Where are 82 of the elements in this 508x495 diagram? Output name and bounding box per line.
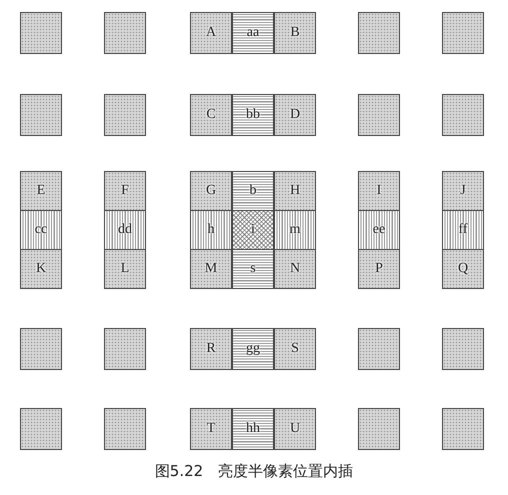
stippled-cell — [190, 171, 232, 211]
stippled-cell — [20, 171, 62, 211]
cell-label: bb — [246, 108, 260, 122]
stippled-cell — [190, 94, 232, 136]
stippled-cell — [358, 171, 400, 211]
empty-stippled-box — [104, 12, 146, 54]
cell-label: P — [375, 262, 383, 276]
stippled-cell — [358, 249, 400, 289]
empty-stippled-box — [442, 94, 484, 136]
empty-stippled-box — [358, 328, 400, 370]
cell-label: N — [290, 262, 300, 276]
figure-caption: 图5.22 亮度半像素位置内插 — [154, 462, 354, 481]
stippled-cell — [442, 171, 484, 211]
stippled-cell — [104, 171, 146, 211]
cell-label: gg — [246, 342, 260, 356]
stippled-cell — [274, 408, 316, 450]
cell-label: aa — [246, 26, 260, 40]
empty-stippled-box — [442, 12, 484, 54]
cell-label: ff — [458, 223, 468, 237]
cell-label: K — [36, 262, 46, 276]
vertical-hatched-cell — [20, 210, 62, 250]
cross-hatched-cell — [232, 210, 274, 250]
vertical-hatched-cell — [442, 210, 484, 250]
empty-stippled-box — [358, 94, 400, 136]
cell-label: ee — [372, 223, 386, 237]
stippled-cell — [274, 12, 316, 54]
empty-stippled-box — [104, 408, 146, 450]
cell-label: B — [290, 26, 300, 40]
cell-label: G — [206, 184, 216, 198]
empty-stippled-box — [20, 408, 62, 450]
stippled-cell — [274, 328, 316, 370]
cell-label: C — [206, 108, 216, 122]
cell-label: A — [206, 26, 216, 40]
horizontal-hatched-cell — [232, 94, 274, 136]
stippled-cell — [274, 249, 316, 289]
cell-label: T — [206, 422, 216, 436]
horizontal-hatched-cell — [232, 408, 274, 450]
cell-label: b — [250, 184, 256, 198]
horizontal-hatched-cell — [232, 249, 274, 289]
vertical-hatched-cell — [274, 210, 316, 250]
empty-stippled-box — [442, 328, 484, 370]
cell-label: D — [290, 108, 300, 122]
stippled-cell — [274, 171, 316, 211]
horizontal-hatched-cell — [232, 171, 274, 211]
empty-stippled-box — [20, 12, 62, 54]
horizontal-hatched-cell — [232, 12, 274, 54]
empty-stippled-box — [104, 328, 146, 370]
cell-label: h — [208, 223, 214, 237]
stippled-cell — [190, 408, 232, 450]
cell-label: M — [204, 262, 218, 276]
horizontal-hatched-cell — [232, 328, 274, 370]
stippled-cell — [274, 94, 316, 136]
cell-label: U — [290, 422, 300, 436]
cell-label: E — [36, 184, 46, 198]
stippled-cell — [20, 249, 62, 289]
empty-stippled-box — [442, 408, 484, 450]
vertical-hatched-cell — [190, 210, 232, 250]
cell-label: J — [460, 184, 466, 198]
stippled-cell — [190, 12, 232, 54]
empty-stippled-box — [104, 94, 146, 136]
cell-label: i — [251, 223, 255, 237]
stippled-cell — [442, 249, 484, 289]
cell-label: R — [206, 342, 216, 356]
stippled-cell — [104, 249, 146, 289]
cell-label: s — [250, 262, 256, 276]
empty-stippled-box — [20, 94, 62, 136]
empty-stippled-box — [358, 408, 400, 450]
cell-label: Q — [458, 262, 468, 276]
cell-label: I — [376, 184, 382, 198]
empty-stippled-box — [358, 12, 400, 54]
cell-label: L — [120, 262, 130, 276]
cell-label: dd — [118, 223, 132, 237]
vertical-hatched-cell — [358, 210, 400, 250]
cell-label: S — [291, 342, 299, 356]
vertical-hatched-cell — [104, 210, 146, 250]
cell-label: H — [290, 184, 300, 198]
stippled-cell — [190, 328, 232, 370]
cell-label: F — [121, 184, 129, 198]
cell-label: m — [290, 223, 300, 237]
cell-label: cc — [34, 223, 48, 237]
empty-stippled-box — [20, 328, 62, 370]
stippled-cell — [190, 249, 232, 289]
